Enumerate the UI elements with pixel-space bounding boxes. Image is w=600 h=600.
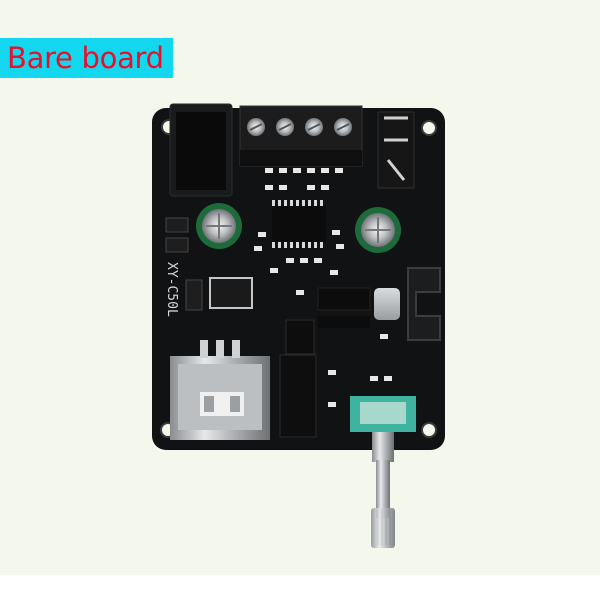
volume-knob (350, 396, 416, 548)
dc-power-jack (169, 103, 233, 197)
secondary-ic (285, 319, 315, 355)
diodes (165, 217, 253, 311)
pcb-antenna (407, 267, 441, 341)
silkscreen-model-text: XY-C50L (164, 262, 179, 317)
capacitor-left (196, 203, 242, 249)
amplifier-ic (272, 200, 326, 248)
capacitor-right (355, 207, 401, 253)
bluetooth-chip (317, 287, 400, 328)
usb-a-port (170, 340, 270, 440)
bare-board-label: Bare board (0, 38, 173, 78)
headphone-connector (279, 354, 317, 438)
screw-terminal-block (239, 105, 363, 167)
audio-jack (377, 111, 415, 189)
